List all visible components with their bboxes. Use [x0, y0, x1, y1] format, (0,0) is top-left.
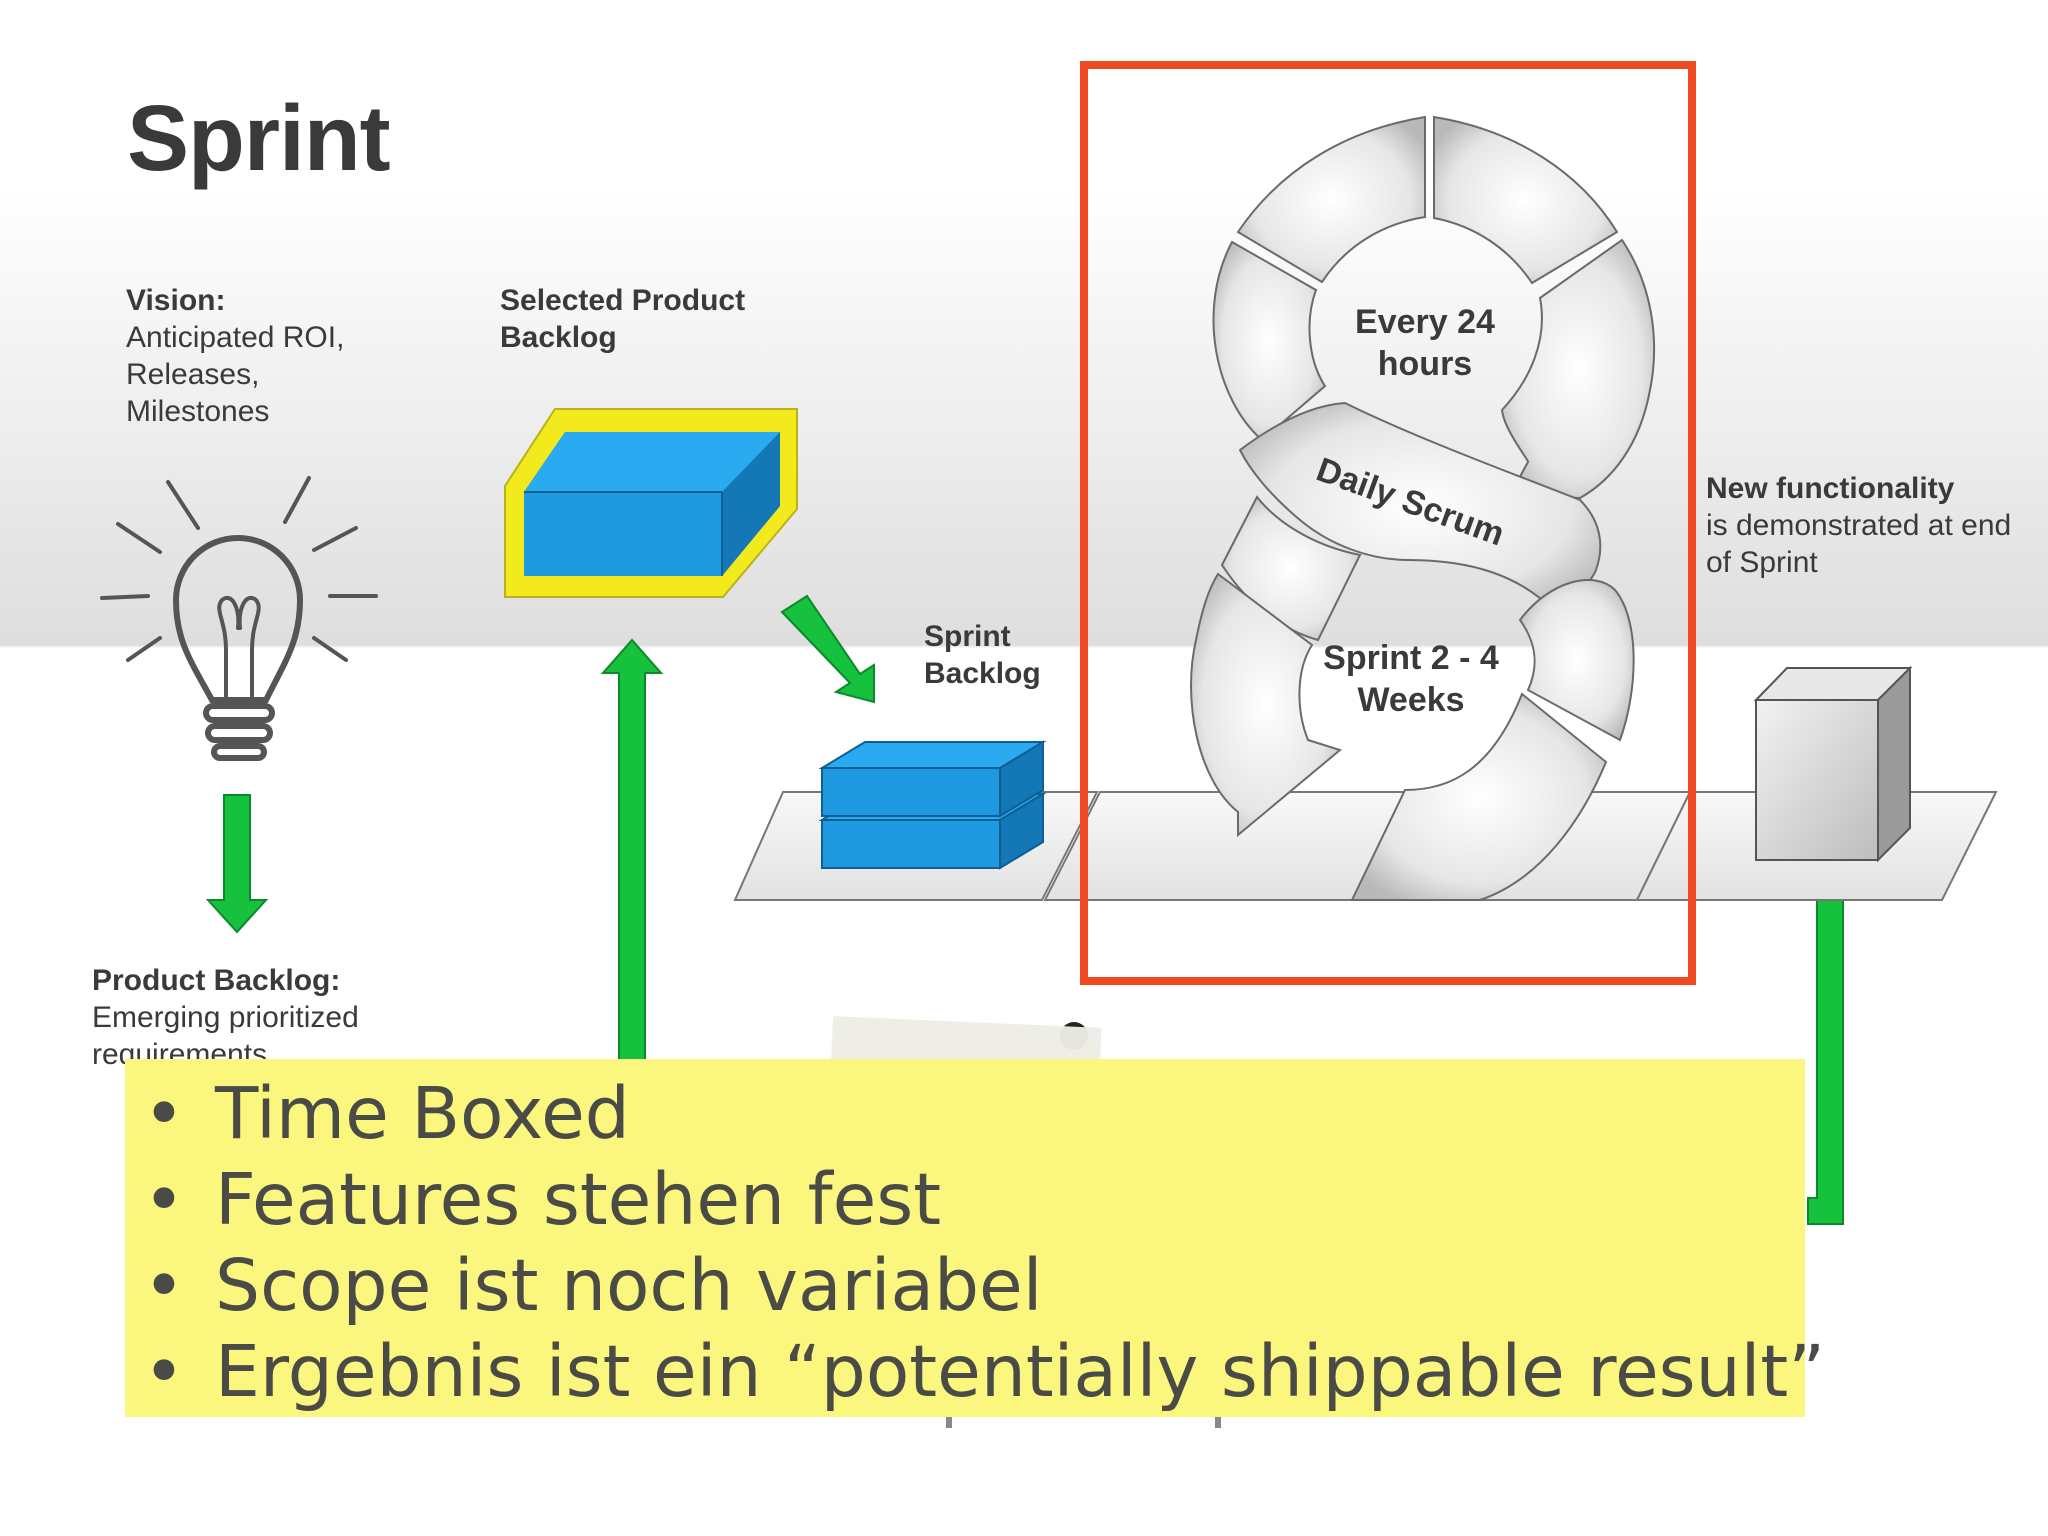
new-functionality-line: is demonstrated at end: [1706, 507, 2011, 544]
cycle-bottom-line-2: Weeks: [1357, 681, 1464, 719]
cycle-bottom-line-1: Sprint 2 - 4: [1323, 639, 1499, 677]
note-bullet-item: •Scope ist noch variabel: [135, 1243, 1805, 1329]
new-functionality-line: of Sprint: [1706, 544, 2011, 581]
selected-backlog-line: Selected Product: [500, 282, 745, 319]
arrow-down-right: [1808, 900, 1843, 1224]
selected-backlog-line: Backlog: [500, 319, 745, 356]
sprint-backlog-label: Sprint Backlog: [924, 618, 1041, 692]
cycle-top-line-2: hours: [1378, 345, 1472, 383]
cycle-top-line-1: Every 24: [1355, 303, 1495, 341]
bullet-icon: •: [135, 1329, 215, 1415]
arrow-to-sprint-backlog: [782, 596, 874, 702]
note-bullet-text: Ergebnis ist ein “potentially shippable …: [215, 1330, 1825, 1413]
up-arrow-product-backlog: [603, 640, 661, 1062]
sticky-note: •Time Boxed •Features stehen fest •Scope…: [125, 1059, 1805, 1417]
bullet-icon: •: [135, 1157, 215, 1243]
lightbulb-icon: [102, 478, 376, 758]
bullet-icon: •: [135, 1071, 215, 1157]
vision-line: Releases,: [126, 356, 344, 393]
product-backlog-heading: Product Backlog:: [92, 962, 359, 999]
note-bullet-item: •Features stehen fest: [135, 1157, 1805, 1243]
vision-line: Milestones: [126, 393, 344, 430]
selected-backlog-cube: [505, 409, 797, 597]
sprint-backlog-stack: [822, 742, 1043, 868]
new-functionality-box: [1756, 668, 1910, 860]
down-arrow-vision: [208, 795, 266, 932]
bullet-icon: •: [135, 1243, 215, 1329]
selected-product-backlog-label: Selected Product Backlog: [500, 282, 745, 356]
sprint-backlog-line: Backlog: [924, 655, 1041, 692]
page-title: Sprint: [127, 85, 390, 192]
vision-label: Vision: Anticipated ROI, Releases, Miles…: [126, 282, 344, 430]
note-bullet-text: Scope ist noch variabel: [215, 1244, 1042, 1327]
sprint-backlog-line: Sprint: [924, 618, 1041, 655]
note-bullet-item: •Time Boxed: [135, 1071, 1805, 1157]
note-bullet-text: Time Boxed: [215, 1072, 630, 1155]
new-functionality-label: New functionality is demonstrated at end…: [1706, 470, 2011, 581]
note-bullet-list: •Time Boxed •Features stehen fest •Scope…: [125, 1059, 1805, 1415]
new-functionality-heading: New functionality: [1706, 470, 2011, 507]
product-backlog-line: Emerging prioritized: [92, 999, 359, 1036]
note-bullet-text: Features stehen fest: [215, 1158, 941, 1241]
vision-heading: Vision:: [126, 282, 344, 319]
vision-line: Anticipated ROI,: [126, 319, 344, 356]
note-bullet-item: •Ergebnis ist ein “potentially shippable…: [135, 1329, 1805, 1415]
